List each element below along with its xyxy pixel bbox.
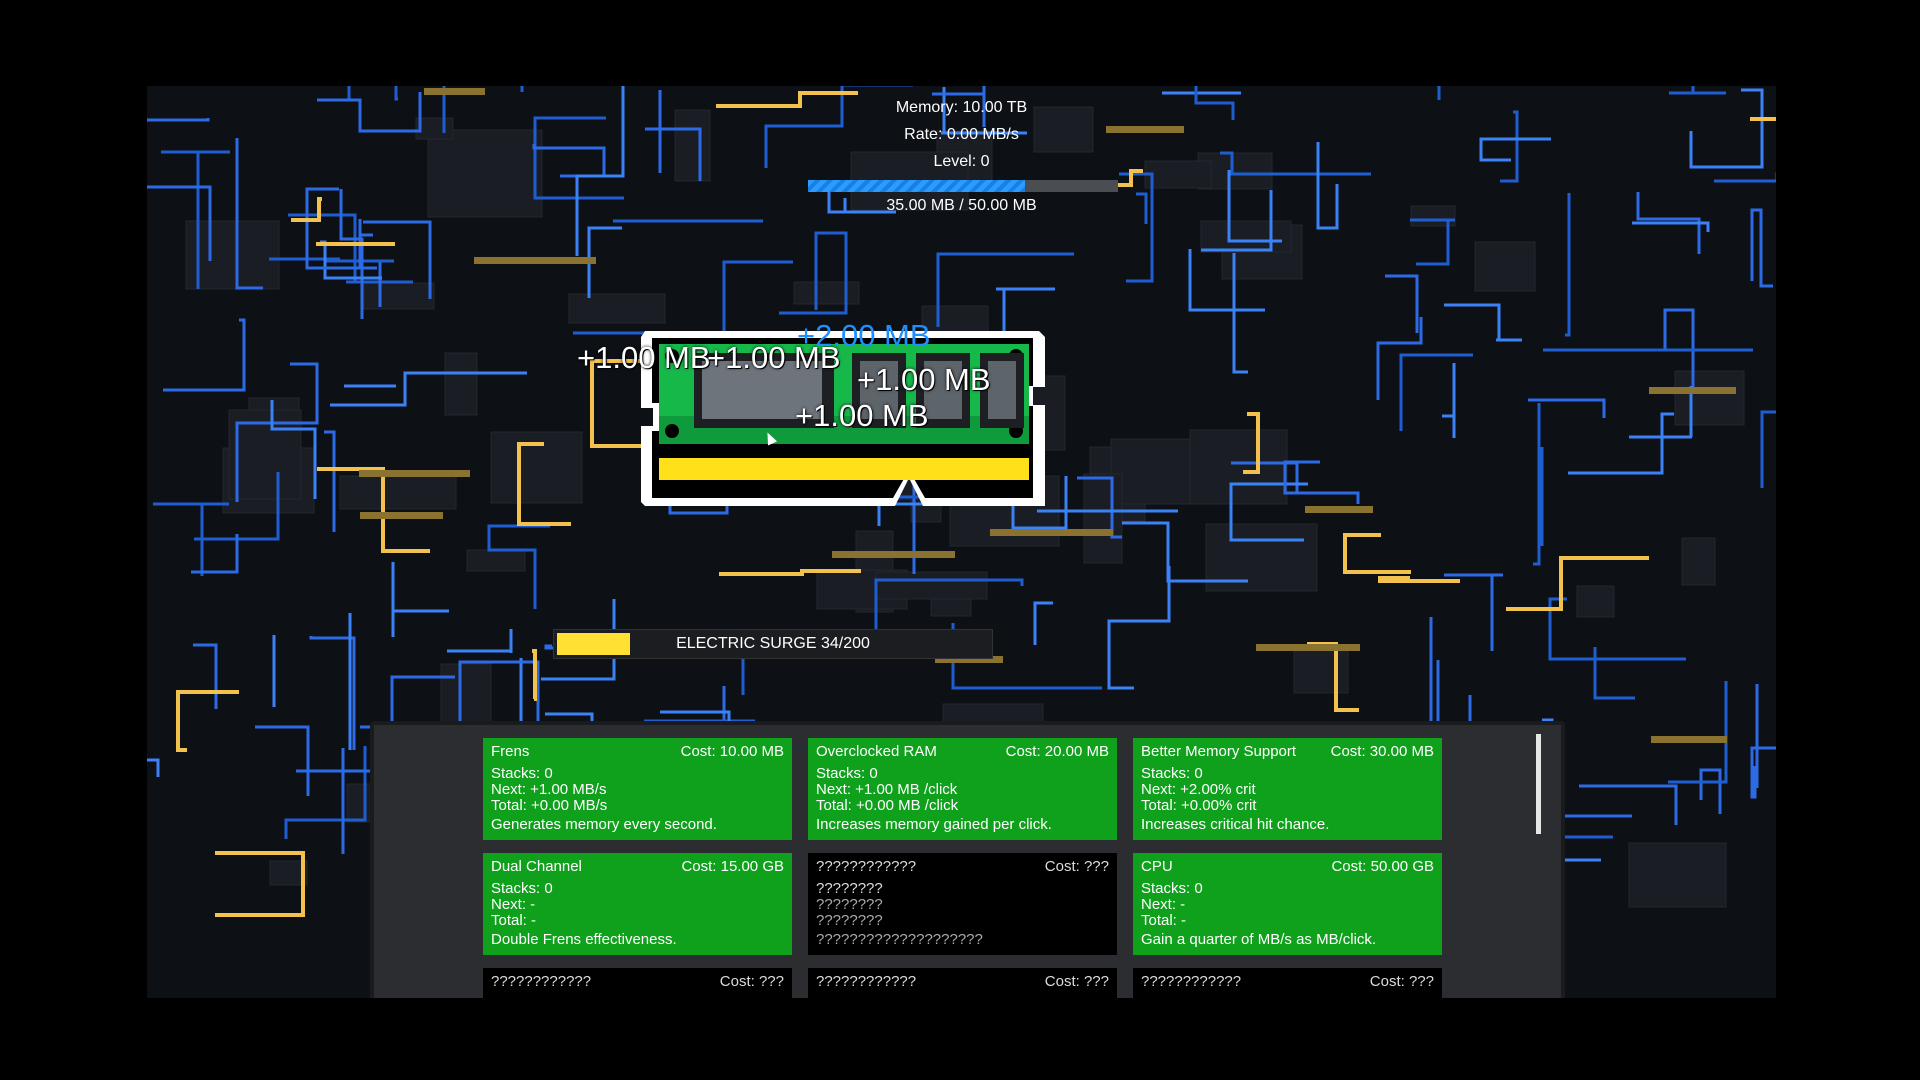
memory-readout: Memory: 10.00 TB xyxy=(895,99,1028,116)
electric-surge-bar: ELECTRIC SURGE 34/200 xyxy=(553,629,993,659)
upgrade-total: Total: +0.00 MB/s xyxy=(491,797,608,814)
upgrade-card-header: Better Memory Support Cost: 30.00 MB xyxy=(1141,744,1434,760)
upgrade-cost: Cost: ??? xyxy=(1044,973,1109,990)
upgrade-total: Total: +0.00 MB /click xyxy=(816,797,959,814)
upgrade-total: ???????? xyxy=(816,912,883,929)
upgrade-cost: Cost: ??? xyxy=(1044,858,1109,875)
upgrade-card-header: Dual Channel Cost: 15.00 GB xyxy=(491,859,784,875)
shop-scrollbar[interactable] xyxy=(1536,734,1541,834)
upgrade-description: Generates memory every second. xyxy=(491,816,717,833)
rate-readout: Rate: 0.00 MB/s xyxy=(904,126,1019,143)
upgrade-stacks: Stacks: 0 xyxy=(1141,765,1203,782)
upgrade-description: ???????????????????? xyxy=(816,931,983,948)
upgrade-next: Next: - xyxy=(491,896,536,913)
upgrade-card-header: ???????????? Cost: ??? xyxy=(1141,974,1434,990)
floating-crit-gain-text: +2.00 MB xyxy=(797,318,931,353)
upgrade-stacks: Stacks: 0 xyxy=(816,765,878,782)
floating-gain-text: +1.00 MB xyxy=(795,398,929,433)
upgrade-card-header: Overclocked RAM Cost: 20.00 MB xyxy=(816,744,1109,760)
floating-gain-text: +1.00 MB xyxy=(577,340,711,375)
upgrade-total: Total: +0.00% crit xyxy=(1141,797,1257,814)
floating-gain-text: +1.00 MB xyxy=(857,362,991,397)
level-progress-bar xyxy=(808,180,1118,192)
upgrade-name: CPU xyxy=(1141,858,1173,875)
level-progress-fill xyxy=(808,180,1025,192)
locked-upgrade-card[interactable]: ???????????? Cost: ??? xyxy=(1133,968,1442,998)
upgrade-stacks: Stacks: 0 xyxy=(491,765,553,782)
upgrade-next: Next: +1.00 MB /click xyxy=(816,781,958,798)
upgrade-card-header: ???????????? Cost: ??? xyxy=(816,859,1109,875)
upgrade-cost: Cost: 20.00 MB xyxy=(1005,743,1109,760)
upgrade-next: Next: +1.00 MB/s xyxy=(491,781,607,798)
upgrade-stacks: Stacks: 0 xyxy=(491,880,553,897)
upgrade-card-header: ???????????? Cost: ??? xyxy=(816,974,1109,990)
upgrade-name: ???????????? xyxy=(816,973,917,990)
upgrade-next: Next: +2.00% crit xyxy=(1141,781,1256,798)
upgrade-description: Gain a quarter of MB/s as MB/click. xyxy=(1141,931,1377,948)
upgrade-cost: Cost: 10.00 MB xyxy=(680,743,784,760)
ram-stick-button[interactable] xyxy=(147,86,1776,998)
upgrade-cost: Cost: ??? xyxy=(719,973,784,990)
upgrade-card-header: ???????????? Cost: ??? xyxy=(491,974,784,990)
upgrade-stacks: Stacks: 0 xyxy=(1141,880,1203,897)
upgrade-total: Total: - xyxy=(491,912,537,929)
upgrade-cost: Cost: 15.00 GB xyxy=(681,858,784,875)
upgrade-name: Overclocked RAM xyxy=(816,743,937,760)
ram-stick-icon xyxy=(641,331,1045,506)
upgrade-cost: Cost: ??? xyxy=(1369,973,1434,990)
level-readout: Level: 0 xyxy=(933,153,990,170)
upgrade-next: Next: - xyxy=(1141,896,1186,913)
upgrade-cost: Cost: 50.00 GB xyxy=(1331,858,1434,875)
upgrade-next: ???????? xyxy=(816,896,883,913)
upgrade-total: Total: - xyxy=(1141,912,1187,929)
level-progress-text: 35.00 MB / 50.00 MB xyxy=(886,197,1037,214)
game-viewport: Memory: 10.00 TB Rate: 0.00 MB/s Level: … xyxy=(147,86,1776,998)
upgrade-name: Frens xyxy=(491,743,530,760)
upgrade-description: Double Frens effectiveness. xyxy=(491,931,677,948)
upgrade-description: Increases memory gained per click. xyxy=(816,816,1052,833)
locked-upgrade-card[interactable]: ???????????? Cost: ??? xyxy=(483,968,792,998)
upgrade-card-header: Frens Cost: 10.00 MB xyxy=(491,744,784,760)
locked-upgrade-card[interactable]: ???????????? Cost: ??? xyxy=(808,968,1117,998)
locked-upgrade-card[interactable]: ???????????? Cost: ??????????????????????… xyxy=(808,853,1117,955)
floating-gain-text: +1.00 MB xyxy=(707,340,841,375)
electric-surge-label: ELECTRIC SURGE 34/200 xyxy=(676,635,870,652)
upgrade-name: Better Memory Support xyxy=(1141,743,1297,760)
upgrade-description: Increases critical hit chance. xyxy=(1141,816,1330,833)
upgrade-name: ???????????? xyxy=(491,973,592,990)
upgrade-name: ???????????? xyxy=(816,858,917,875)
upgrade-stacks: ???????? xyxy=(816,880,883,897)
upgrade-name: ???????????? xyxy=(1141,973,1242,990)
upgrade-cost: Cost: 30.00 MB xyxy=(1330,743,1434,760)
upgrade-name: Dual Channel xyxy=(491,858,582,875)
upgrade-card[interactable]: Better Memory Support Cost: 30.00 MB Stack… xyxy=(1133,738,1442,840)
electric-surge-fill xyxy=(557,633,631,655)
upgrade-card-header: CPU Cost: 50.00 GB xyxy=(1141,859,1434,875)
